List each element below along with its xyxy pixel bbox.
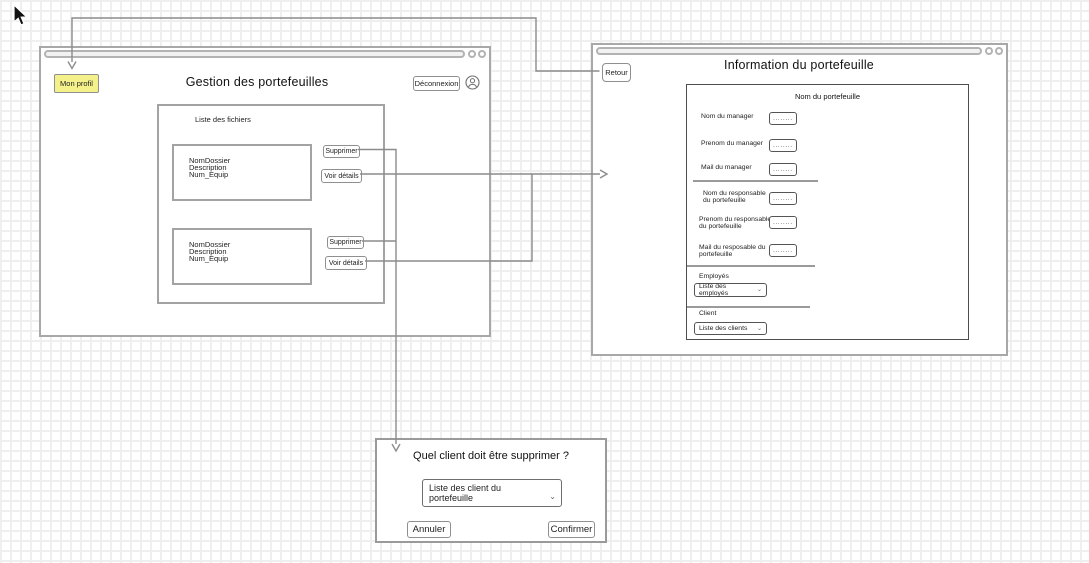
delete-client-dialog: Quel client doit être supprimer ? Liste … (375, 438, 607, 543)
divider (687, 306, 810, 308)
file-item-text: NomDossier Description Num_Equip (189, 156, 231, 179)
supprimer-button[interactable]: Supprimer (323, 145, 360, 158)
client-list-select[interactable]: Liste des client du portefeuille ⌄ (422, 479, 562, 507)
employees-select[interactable]: Liste des employés ⌄ (694, 283, 767, 297)
field-input[interactable]: ........ (769, 216, 797, 229)
annuler-button[interactable]: Annuler (407, 521, 451, 538)
field-label: Mail du manager (701, 164, 752, 171)
client-select[interactable]: Liste des clients ⌄ (694, 322, 767, 335)
retour-button[interactable]: Retour (602, 63, 631, 82)
employees-label: Employés (699, 273, 729, 280)
address-bar[interactable] (44, 50, 465, 58)
files-panel-title: Liste des fichiers (195, 115, 251, 124)
employees-select-value: Liste des employés (699, 283, 729, 297)
user-icon[interactable] (465, 75, 480, 90)
field-input[interactable]: ........ (769, 244, 797, 257)
divider (693, 180, 818, 182)
page-title: Gestion des portefeuilles (185, 75, 329, 89)
window-control-icon[interactable] (468, 50, 476, 58)
field-input[interactable]: ........ (769, 139, 797, 152)
client-select-value: Liste des clients (699, 325, 748, 332)
field-label: Mail du resposable du portefeuille (699, 244, 766, 258)
field-label: Prenom du manager (701, 140, 763, 147)
client-label: Client (699, 310, 717, 317)
voir-details-button[interactable]: Voir détails (321, 169, 362, 183)
address-bar[interactable] (596, 47, 982, 55)
browser-titlebar (593, 45, 1006, 57)
deconnexion-button[interactable]: Déconnexion (413, 76, 460, 91)
window-control-icon[interactable] (995, 47, 1003, 55)
field-input[interactable]: ........ (769, 112, 797, 125)
field-label: Nom du responsable du portefeuille (703, 190, 766, 204)
file-item[interactable]: NomDossier Description Num_Equip (172, 144, 312, 201)
divider (687, 265, 815, 267)
field-input[interactable]: ........ (769, 192, 797, 205)
field-label: Prenom du responsable du portefeuille (699, 216, 772, 230)
mouse-cursor-icon (12, 3, 30, 28)
window-control-icon[interactable] (478, 50, 486, 58)
supprimer-button[interactable]: Supprimer (327, 236, 364, 249)
window-information-portefeuille: Retour Information du portefeuille Nom d… (591, 43, 1008, 356)
dialog-title: Quel client doit être supprimer ? (413, 450, 569, 462)
browser-titlebar (41, 48, 489, 60)
panel-title: Nom du portefeuille (794, 92, 861, 101)
window-gestion-portefeuilles: Mon profil Gestion des portefeuilles Déc… (39, 46, 491, 337)
portfolio-info-panel: Nom du portefeuille Nom du manager .....… (686, 84, 969, 340)
file-item[interactable]: NomDossier Description Num_Equip (172, 228, 312, 285)
voir-details-button[interactable]: Voir détails (325, 256, 367, 270)
chevron-down-icon: ⌄ (756, 287, 762, 293)
chevron-down-icon: ⌄ (756, 325, 762, 332)
files-list-panel: Liste des fichiers NomDossier Descriptio… (157, 104, 385, 304)
page-title: Information du portefeuille (724, 58, 874, 72)
field-label: Nom du manager (701, 113, 754, 120)
window-control-icon[interactable] (985, 47, 993, 55)
confirmer-button[interactable]: Confirmer (548, 521, 595, 538)
client-list-select-value: Liste des client du portefeuille (429, 483, 502, 503)
mon-profil-button[interactable]: Mon profil (54, 74, 99, 93)
file-item-text: NomDossier Description Num_Equip (189, 240, 231, 263)
field-input[interactable]: ........ (769, 163, 797, 176)
chevron-down-icon: ⌄ (549, 492, 556, 501)
